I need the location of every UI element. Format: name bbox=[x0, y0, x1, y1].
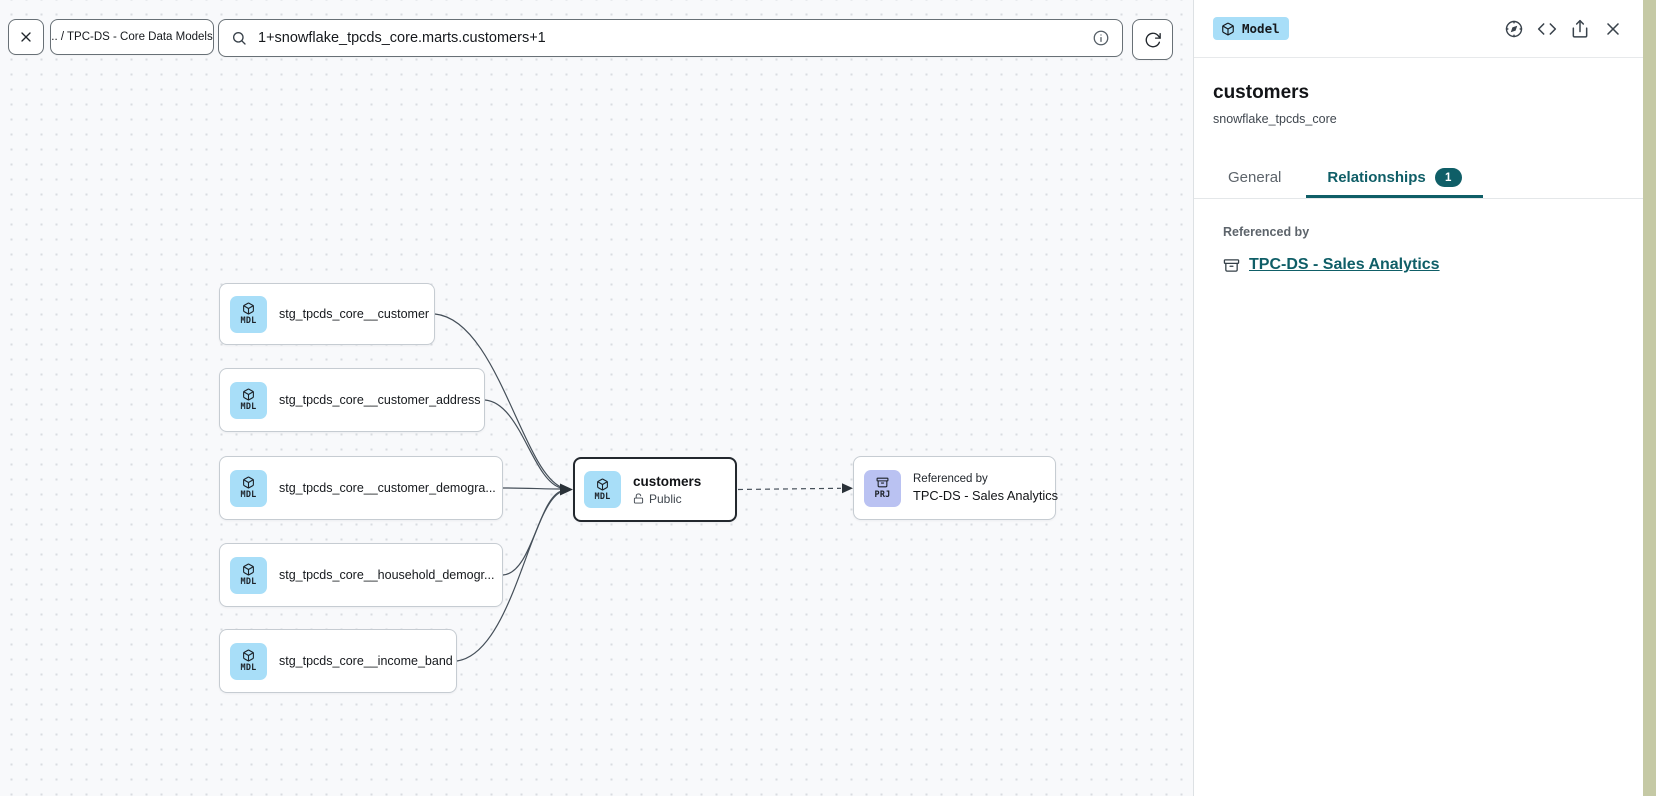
model-badge: MDL bbox=[230, 642, 267, 680]
cube-icon bbox=[1222, 22, 1234, 35]
code-icon[interactable] bbox=[1537, 19, 1557, 39]
tab-label: General bbox=[1228, 169, 1282, 186]
lineage-node-project-reference[interactable]: PRJ Referenced by TPC-DS - Sales Analyti… bbox=[853, 456, 1059, 520]
info-icon[interactable] bbox=[1092, 29, 1110, 47]
page-title: customers bbox=[1213, 82, 1310, 103]
lineage-node-stg-income-band[interactable]: MDL stg_tpcds_core__income_band bbox=[219, 629, 457, 693]
badge-label: MDL bbox=[240, 402, 257, 412]
node-kicker: Referenced by bbox=[913, 473, 988, 485]
details-panel: Model customers snowflake_tpcds_core Gen… bbox=[1193, 0, 1643, 796]
node-label: stg_tpcds_core__household_demogr... bbox=[279, 568, 495, 582]
lineage-search-input[interactable]: 1+snowflake_tpcds_core.marts.customers+1 bbox=[218, 19, 1123, 57]
panel-tabs: General Relationships 1 bbox=[1194, 157, 1643, 199]
refresh-icon bbox=[1145, 32, 1161, 47]
breadcrumb[interactable]: .. / TPC-DS - Core Data Models bbox=[50, 19, 214, 55]
node-label: stg_tpcds_core__customer_demogra... bbox=[279, 481, 496, 495]
breadcrumb-label: .. / TPC-DS - Core Data Models bbox=[51, 31, 213, 43]
lineage-node-stg-customer-demographics[interactable]: MDL stg_tpcds_core__customer_demogra... bbox=[219, 456, 503, 520]
lineage-edges bbox=[434, 313, 853, 662]
section-heading: Referenced by bbox=[1223, 225, 1310, 239]
model-badge: MDL bbox=[230, 556, 267, 594]
lineage-node-customers-selected[interactable]: MDL customers Public bbox=[573, 457, 737, 522]
model-badge: MDL bbox=[230, 295, 267, 333]
close-lineage-button[interactable] bbox=[8, 19, 44, 55]
refresh-lineage-button[interactable] bbox=[1132, 19, 1173, 60]
share-icon[interactable] bbox=[1570, 19, 1590, 39]
lineage-node-stg-customer-address[interactable]: MDL stg_tpcds_core__customer_address bbox=[219, 368, 485, 432]
badge-label: MDL bbox=[240, 663, 257, 673]
cube-icon bbox=[243, 476, 254, 489]
cube-icon bbox=[243, 563, 254, 576]
close-icon[interactable] bbox=[1603, 19, 1623, 39]
archive-icon bbox=[1223, 258, 1240, 272]
tab-count-badge: 1 bbox=[1434, 168, 1462, 187]
resource-type-label: Model bbox=[1242, 21, 1280, 36]
desktop-background-edge bbox=[1643, 0, 1656, 796]
cube-icon bbox=[243, 649, 254, 662]
badge-label: MDL bbox=[240, 490, 257, 500]
referenced-project-link[interactable]: TPC-DS - Sales Analytics bbox=[1249, 256, 1440, 273]
project-badge: PRJ bbox=[864, 469, 901, 507]
cube-icon bbox=[243, 302, 254, 315]
lineage-canvas[interactable]: .. / TPC-DS - Core Data Models 1+snowfla… bbox=[0, 0, 1193, 796]
model-badge: MDL bbox=[584, 471, 621, 508]
search-icon bbox=[233, 32, 246, 45]
cube-icon bbox=[243, 388, 254, 401]
node-label: stg_tpcds_core__income_band bbox=[279, 654, 453, 668]
badge-label: MDL bbox=[240, 577, 257, 587]
access-label: Public bbox=[649, 491, 682, 506]
model-badge: MDL bbox=[230, 381, 267, 419]
badge-label: PRJ bbox=[874, 490, 891, 500]
project-subtitle: snowflake_tpcds_core bbox=[1213, 112, 1337, 126]
lineage-node-stg-customer[interactable]: MDL stg_tpcds_core__customer bbox=[219, 283, 435, 345]
tab-label: Relationships bbox=[1327, 169, 1426, 186]
node-title: customers bbox=[633, 473, 702, 489]
node-label: stg_tpcds_core__customer bbox=[279, 307, 430, 321]
lineage-node-stg-household-demographics[interactable]: MDL stg_tpcds_core__household_demogr... bbox=[219, 543, 503, 607]
resource-type-badge: Model bbox=[1213, 17, 1289, 40]
badge-label: MDL bbox=[240, 316, 257, 326]
close-icon bbox=[21, 32, 31, 42]
referenced-by-section: Referenced by TPC-DS - Sales Analytics bbox=[1194, 199, 1643, 274]
tab-relationships[interactable]: Relationships 1 bbox=[1306, 157, 1482, 198]
unlock-icon bbox=[633, 493, 644, 504]
explore-lineage-icon[interactable] bbox=[1504, 19, 1524, 39]
badge-label: MDL bbox=[594, 491, 611, 502]
reference-link-row[interactable]: TPC-DS - Sales Analytics bbox=[1223, 256, 1624, 274]
archive-icon bbox=[876, 477, 889, 488]
tab-general[interactable]: General bbox=[1212, 157, 1297, 198]
cube-icon bbox=[597, 478, 608, 491]
node-title: TPC-DS - Sales Analytics bbox=[913, 488, 1059, 503]
node-label: stg_tpcds_core__customer_address bbox=[279, 393, 481, 407]
search-value: 1+snowflake_tpcds_core.marts.customers+1 bbox=[258, 30, 546, 46]
model-badge: MDL bbox=[230, 469, 267, 507]
panel-header: Model bbox=[1194, 0, 1643, 58]
